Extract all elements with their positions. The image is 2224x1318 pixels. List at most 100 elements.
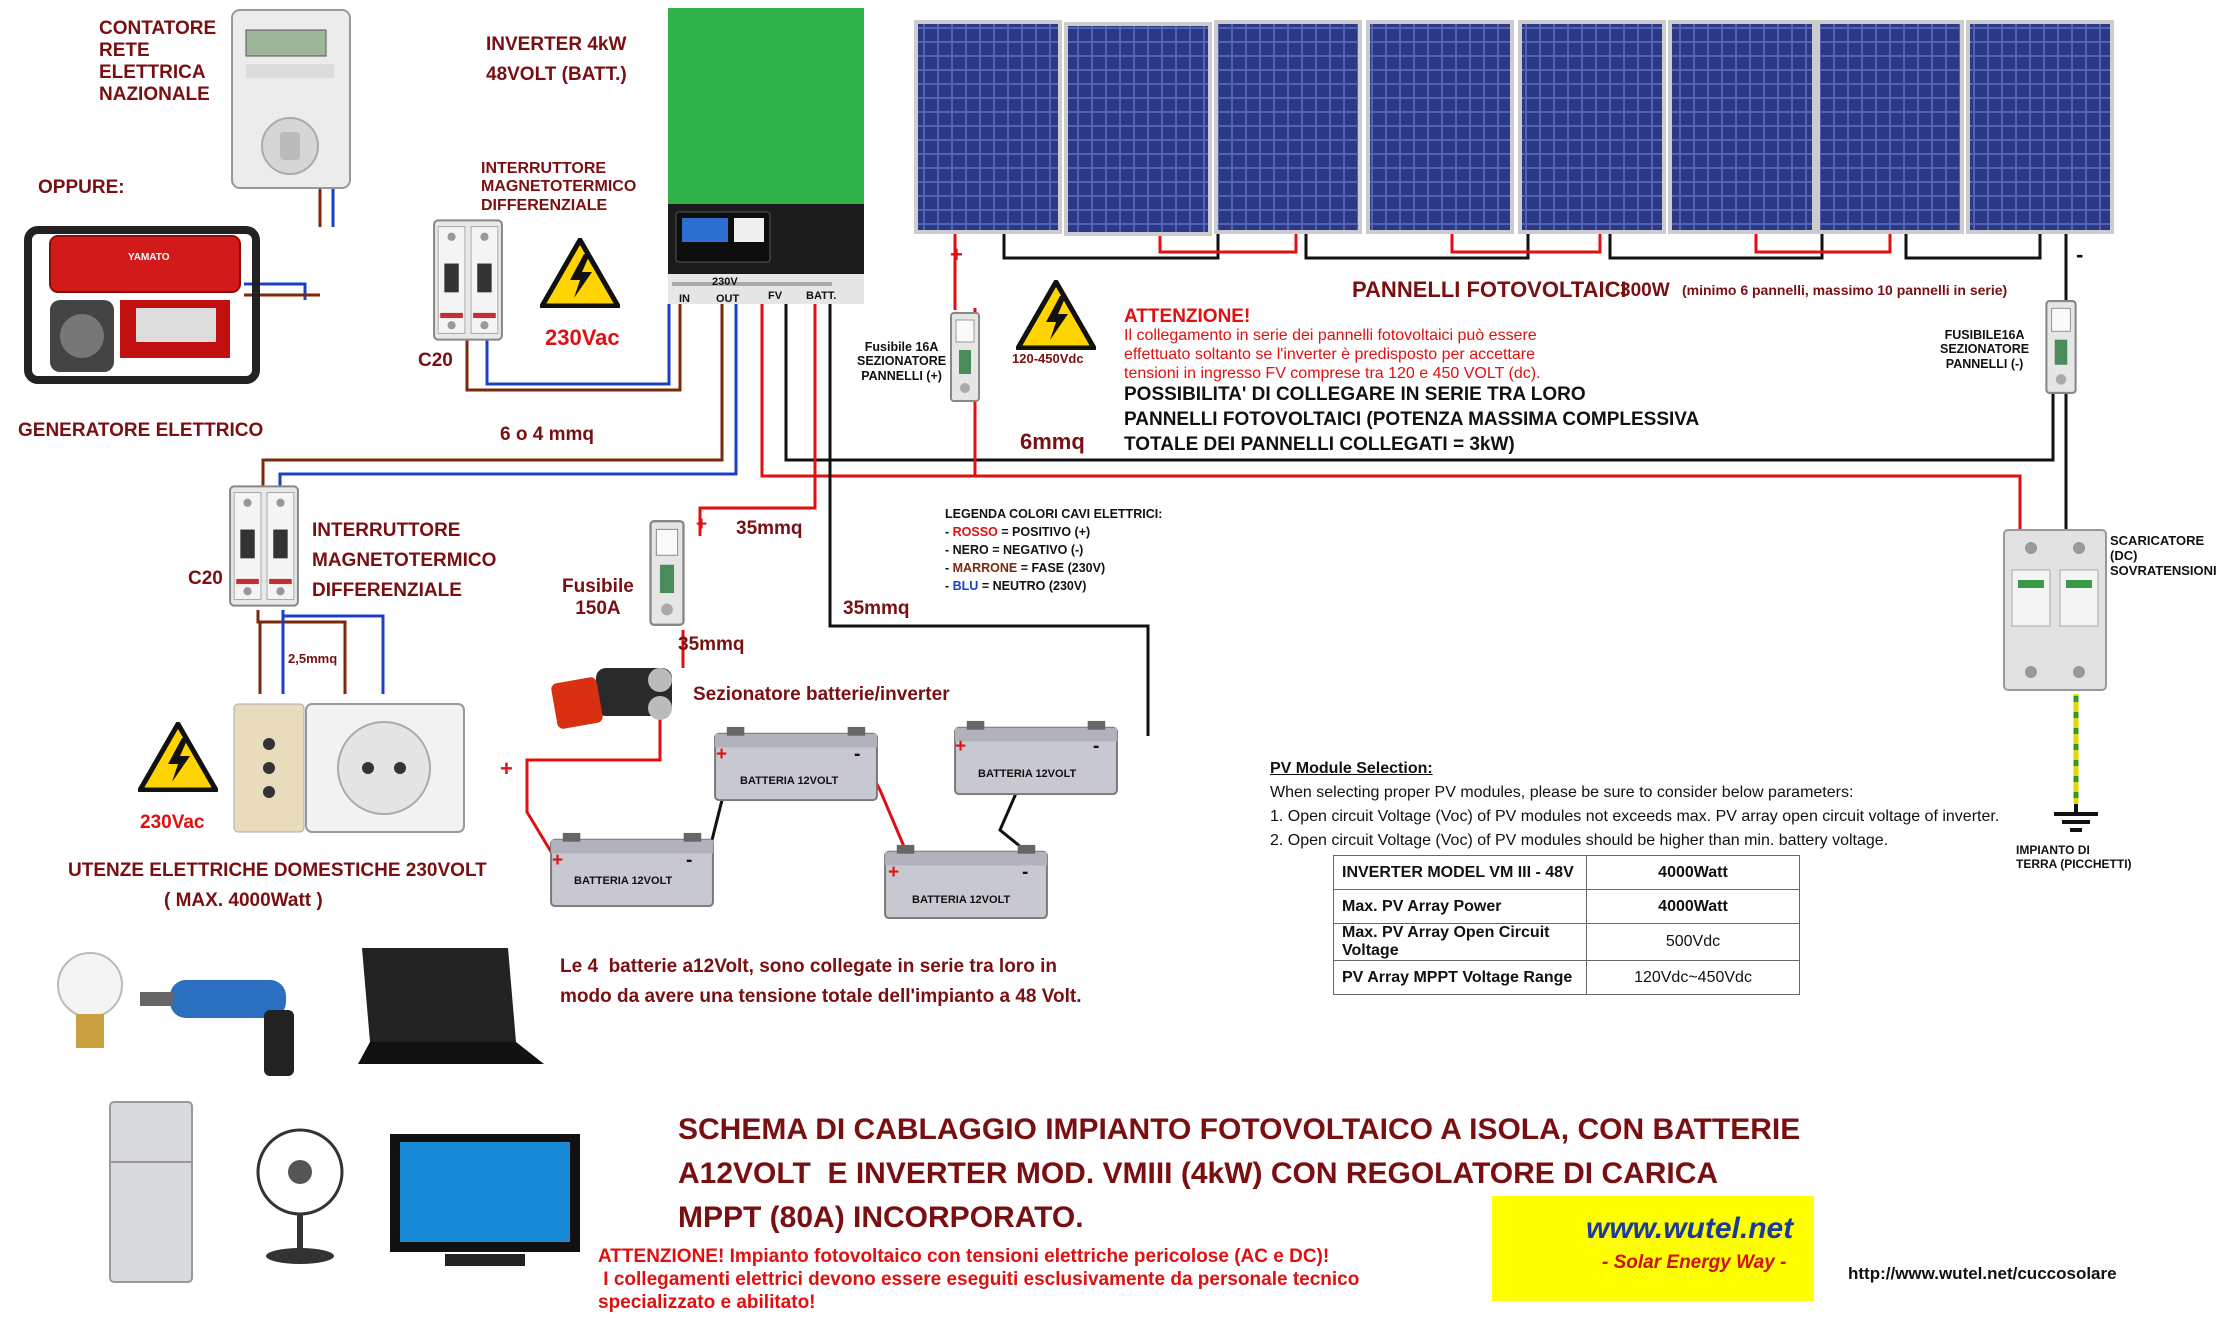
- wire-out-brown: [261, 304, 724, 498]
- wire-batt-red: [698, 304, 817, 536]
- ground-label: IMPIANTO DI TERRA (PICCHETTI): [2016, 843, 2132, 871]
- legend-item: - NERO = NEGATIVO (-): [945, 543, 1084, 557]
- table-cell: 4000Watt: [1586, 855, 1800, 890]
- battery-3-label: BATTERIA 12VOLT: [978, 768, 1077, 780]
- breaker-top-label: INTERRUTTORE MAGNETOTERMICO DIFFERENZIAL…: [481, 160, 637, 214]
- battery-2-minus: -: [854, 744, 861, 765]
- fuse-150-label: Fusibile 150A: [562, 576, 634, 619]
- wire-outlet-blue: [281, 610, 385, 694]
- battery-4-label: BATTERIA 12VOLT: [912, 894, 1011, 906]
- battery-3-minus: -: [1093, 736, 1100, 757]
- laptop-image: [358, 948, 544, 1064]
- table-cell: PV Array MPPT Voltage Range: [1333, 960, 1587, 995]
- wire-size-35-b: 35mmq: [843, 598, 910, 619]
- disconnector-image: [551, 668, 672, 729]
- inverter-image: [668, 8, 864, 304]
- wire-size-25: 2,5mmq: [288, 651, 338, 666]
- oppure-label: OPPURE:: [38, 177, 125, 198]
- warning-icon-230-bottom: [140, 724, 216, 790]
- fuse-neg-image: [2045, 300, 2077, 394]
- wire-size-35-a: 35mmq: [736, 518, 803, 539]
- spd-label: SCARICATORE (DC) SOVRATENSIONI: [2110, 533, 2217, 578]
- wire-size-6o4: 6 o 4 mmq: [500, 424, 594, 445]
- inverter-display-voltage: 230V: [712, 276, 738, 288]
- attention-pv-title: ATTENZIONE!: [1124, 306, 1251, 327]
- inverter-port-in: IN: [679, 293, 690, 305]
- breaker-mid-image: [229, 485, 299, 607]
- attention-pv-body: Il collegamento in serie dei pannelli fo…: [1124, 327, 1541, 382]
- table-cell: 500Vdc: [1586, 923, 1800, 961]
- generator-brand: YAMATO: [128, 252, 170, 263]
- wire-fuse-pos-red: [973, 400, 2022, 540]
- site-url-link[interactable]: http://www.wutel.net/cuccosolare: [1848, 1264, 2117, 1283]
- outlet-schuko-image: [305, 703, 465, 833]
- inverter-port-batt: BATT.: [806, 290, 837, 302]
- panels-range: (minimo 6 pannelli, massimo 10 pannelli …: [1682, 282, 2008, 298]
- pv-panels: [914, 20, 2114, 236]
- battery-1-minus: -: [686, 850, 693, 871]
- warning-pv-label: 120-450Vdc: [1012, 351, 1084, 366]
- fuse-pos-image: [949, 312, 981, 402]
- generator-label: GENERATORE ELETTRICO: [18, 420, 264, 441]
- legend-color-red: ROSSO: [952, 525, 998, 539]
- footer-warning: ATTENZIONE! Impianto fotovoltaico con te…: [598, 1246, 1360, 1313]
- wire-fv-red: [760, 304, 977, 478]
- breaker-top-image: [433, 219, 503, 341]
- fuse-pos-sign: +: [950, 242, 963, 267]
- utenze-title: UTENZE ELETTRICHE DOMESTICHE 230VOLT: [68, 860, 487, 881]
- fuse-150-plus: +: [696, 514, 708, 535]
- battery-4-plus: +: [888, 862, 900, 883]
- panels-title: PANNELLI FOTOVOLTAICI: [1352, 277, 1627, 302]
- legend-meaning: = POSITIVO (+): [997, 525, 1091, 539]
- legend-color-blue: BLU: [952, 579, 979, 593]
- wutel-logo[interactable]: www.wutel.net - Solar Energy Way -: [1492, 1196, 1814, 1301]
- battery-4-minus: -: [1022, 862, 1029, 883]
- warning-icon-230-top: [542, 240, 618, 306]
- fuse-pos-label: Fusibile 16A SEZIONATORE PANNELLI (+): [857, 340, 947, 383]
- main-title: SCHEMA DI CABLAGGIO IMPIANTO FOTOVOLTAIC…: [678, 1113, 1801, 1234]
- logo-site: www.wutel.net: [1586, 1212, 1794, 1245]
- fuse-neg-label: FUSIBILE16A SEZIONATORE PANNELLI (-): [1940, 328, 2030, 371]
- battery-3-plus: +: [955, 736, 967, 757]
- disconnector-plus: +: [500, 756, 513, 781]
- legend-meaning: = NEGATIVO (-): [988, 543, 1084, 557]
- fuse-150-image: [649, 520, 685, 626]
- pv-selection-point-1: 1. Open circuit Voltage (Voc) of PV modu…: [1270, 808, 2000, 825]
- wire-disc-red: [525, 692, 662, 861]
- fuse-neg-sign: -: [2076, 242, 2084, 267]
- pv-selection-block: PV Module Selection: When selecting prop…: [1270, 757, 1999, 853]
- bulb-image: [57, 952, 123, 1048]
- logo-tagline: - Solar Energy Way -: [1602, 1252, 1787, 1273]
- legend-title: LEGENDA COLORI CAVI ELETTRICI:: [945, 507, 1163, 521]
- table-cell: INVERTER MODEL VM III - 48V: [1333, 855, 1587, 890]
- wire-size-6mmq: 6mmq: [1020, 429, 1085, 454]
- table-cell: Max. PV Array Power: [1333, 889, 1587, 924]
- warning-icon-pv: [1018, 282, 1094, 348]
- table-cell: 120Vdc~450Vdc: [1586, 960, 1800, 995]
- breaker-mid-rating: C20: [188, 568, 223, 589]
- wire-top-in-blue: [485, 304, 671, 386]
- ground-symbol-icon: [2054, 804, 2098, 832]
- panels-power: 300W: [1620, 280, 1670, 301]
- series-note: POSSIBILITA' DI COLLEGARE IN SERIE TRA L…: [1124, 384, 1700, 455]
- legend-meaning: = FASE (230V): [1017, 561, 1106, 575]
- battery-1-label: BATTERIA 12VOLT: [574, 875, 673, 887]
- utenze-subtitle: ( MAX. 4000Watt ): [164, 890, 323, 911]
- wire-size-35-c: 35mmq: [678, 634, 745, 655]
- legend-item: - ROSSO = POSITIVO (+): [945, 525, 1091, 539]
- table-cell: 4000Watt: [1586, 889, 1800, 924]
- pv-selection-intro: When selecting proper PV modules, please…: [1270, 784, 1854, 801]
- inverter-port-fv: FV: [768, 290, 783, 302]
- legend-color-black: NERO: [952, 543, 989, 557]
- monitor-image: [390, 1134, 580, 1266]
- breaker-mid-label: INTERRUTTORE MAGNETOTERMICO DIFFERENZIAL…: [312, 520, 497, 601]
- inverter-port-out: OUT: [716, 293, 740, 305]
- warning-230-top-label: 230Vac: [545, 325, 620, 350]
- table-cell: Max. PV Array Open Circuit Voltage: [1333, 923, 1587, 961]
